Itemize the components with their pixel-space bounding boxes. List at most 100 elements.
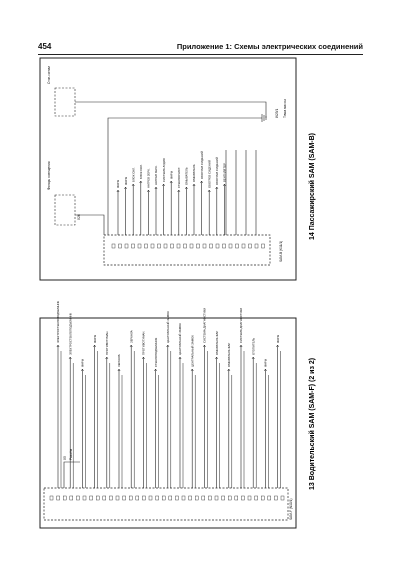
connector-pin [137, 243, 142, 249]
connector-pin [241, 495, 245, 501]
connector-pin [194, 495, 199, 501]
wire-arrow [192, 183, 196, 187]
signal-label-top: ФАРЫ [169, 170, 173, 179]
connector-pin [201, 495, 206, 501]
connector-pin [228, 243, 233, 249]
signal-label-bottom: СИСТЕМА ДИАГНОСТИКИ [239, 308, 243, 343]
connector-pin [247, 495, 252, 501]
signal-label-top: ВЕНТИЛЯТОР [223, 163, 227, 182]
signal-label-top: ОБОГРЕВ СИДЕНИЙ [200, 151, 204, 179]
sam-b-label: SAM-B (K11/1) [279, 241, 283, 262]
signal-label-top: СИСТЕМА АУДИО [162, 157, 166, 182]
wire-arrow [124, 186, 128, 190]
connector-pin [150, 243, 155, 249]
wire-arrow [239, 344, 243, 348]
connector-pin [254, 243, 259, 249]
wire-arrow [141, 356, 145, 360]
connector-pin [274, 495, 278, 501]
wire-arrow [154, 368, 158, 372]
right-component-box [54, 87, 76, 117]
signal-label-bottom: ЦЕНТРАЛЬНЫЙ ЗАМОК [190, 335, 194, 367]
wire-arrow [139, 180, 143, 184]
caption-top: 14 Пассажирский SAM (SAM-B) [308, 133, 316, 240]
signal-label-top: БЛОК ОХЛ. [131, 167, 135, 182]
connector-pin [221, 495, 225, 501]
connector-pin [214, 495, 219, 501]
wire-ground [107, 117, 262, 235]
signal-label-top: БЛОК ОХЛ. [139, 164, 143, 179]
connector-pin [142, 495, 146, 501]
wire-arrow [222, 183, 226, 187]
connector-pin [261, 495, 265, 501]
left-box-label: Фонарь освещения [47, 161, 51, 190]
ground-label: W23/1 [275, 109, 279, 118]
wire-arrow [131, 183, 135, 187]
signal-label-bottom: ОМЫВАТЕЛЬ ФАР [227, 343, 231, 367]
signal-label-top: ФАРЫ [124, 176, 128, 185]
signal-label-bottom: ОТОПИТЕЛЬ [251, 338, 255, 355]
connector-pin [176, 243, 181, 249]
connector-pin [161, 495, 166, 501]
signal-label-bottom: ОМЫВАТЕЛЬ ФАР [215, 331, 219, 355]
wire-arrow [215, 186, 219, 190]
connector-pin [183, 243, 187, 249]
signal-label-bottom: ФАРЫ [93, 334, 97, 343]
signal-label-bottom: ЭЛЕКТРОСТЕКЛОПОДЪЕМНИК [56, 300, 60, 343]
connector-pin [102, 495, 107, 501]
connector-pin [280, 495, 285, 501]
connector-pin [56, 495, 60, 501]
connector-pin [241, 243, 246, 249]
connector-pin [155, 495, 159, 501]
connector-pin [124, 243, 129, 249]
sam-f-label: SAM-F (N10/1) [289, 499, 293, 520]
connector-pin [49, 495, 54, 501]
connector-pin [144, 243, 148, 249]
signal-label-top: ОБОГРЕВ СИДЕНИЙ [215, 157, 219, 185]
wire-arrow [169, 180, 173, 184]
connector-pin [196, 243, 200, 249]
wire-arrow [178, 356, 182, 360]
wire-arrow [190, 368, 194, 372]
connector-pin [168, 495, 173, 501]
wire-arrow [200, 180, 204, 184]
connector-pin [163, 243, 168, 249]
signal-label-bottom: ФАРЫ [276, 334, 280, 343]
connector-pin [157, 243, 161, 249]
signal-label-bottom: ЦЕНТРАЛЬНЫЙ ЗАМОК [178, 323, 182, 355]
connector-pin [188, 495, 192, 501]
connector-pin [215, 243, 220, 249]
connector-pin [181, 495, 186, 501]
signal-label-bottom: СТЕКЛОПОДЪЕМНИК [154, 337, 158, 367]
wire-arrow [146, 189, 150, 193]
connector-label: X26 [77, 214, 81, 220]
signal-label-bottom: ЭЛЕКТРОСТЕКЛОПОДЪЕМНИК [68, 312, 72, 355]
connector-pin [209, 243, 213, 249]
connector-pin [267, 495, 271, 501]
connector-pin [118, 243, 122, 249]
wire-arrow [177, 189, 181, 193]
connector-pin [82, 495, 87, 501]
connector-pin [227, 495, 232, 501]
signal-label-bottom: ПРОТИВОТУМАН. [142, 331, 146, 355]
wire-arrow [276, 344, 280, 348]
wire-arrow [68, 356, 72, 360]
left-component-box [54, 194, 76, 226]
wire-side [63, 461, 80, 488]
right-box-label: Стоп-сигнал [47, 66, 51, 84]
connector-pin [261, 243, 265, 249]
connector-pin [170, 243, 174, 249]
connector-pin [128, 495, 133, 501]
connector-pin [148, 495, 153, 501]
connector-pin [248, 243, 252, 249]
wire-arrow [93, 344, 97, 348]
signal-label-top: НАГРЕВ ЗЕРК. [154, 165, 158, 185]
diagram-top-frame [39, 57, 297, 281]
wire-arrow [154, 186, 158, 190]
connector-pin [122, 495, 126, 501]
connector-pin [89, 495, 93, 501]
wire-arrow [251, 356, 255, 360]
wire-arrow [129, 344, 133, 348]
connector-pin [95, 495, 100, 501]
